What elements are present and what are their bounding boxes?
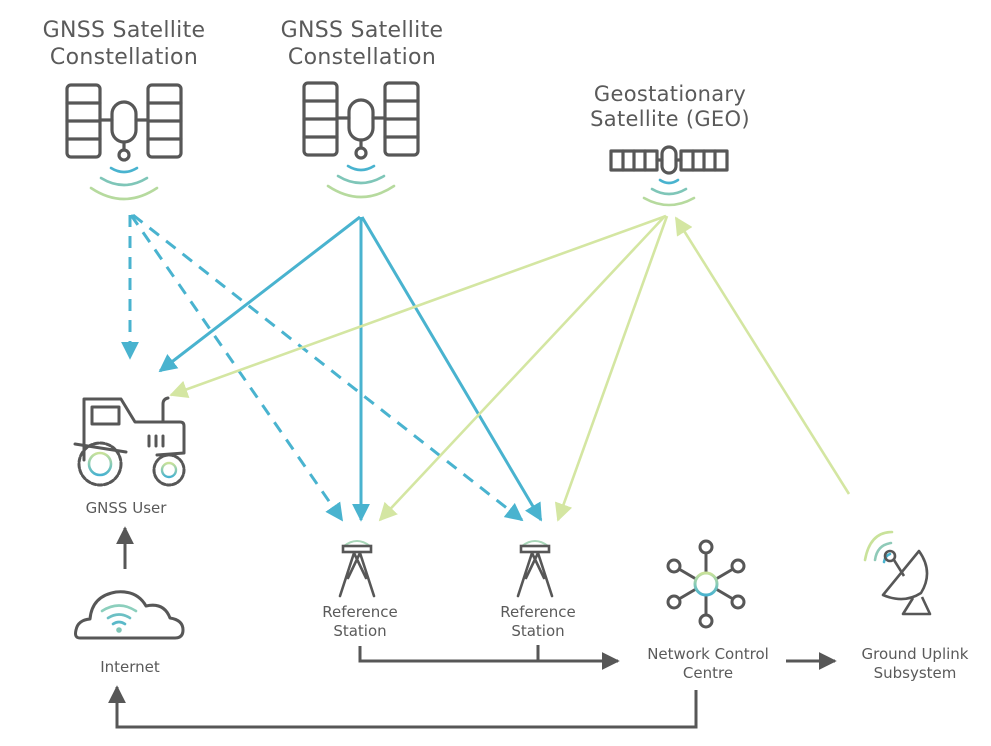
cloud-wifi-icon — [74, 590, 185, 640]
label-line: Constellation — [49, 45, 199, 70]
label-line: Satellite (GEO) — [590, 107, 750, 131]
edge-uplink-to-geo — [674, 216, 851, 495]
label-line: Ground Uplink — [861, 645, 969, 663]
label-line: Geostationary — [593, 82, 747, 106]
tractor-wheel-ring — [87, 451, 113, 477]
node-label-network-control-centre: Network Control Centre — [628, 645, 788, 683]
node-label-gnss-user: GNSS User — [85, 499, 167, 517]
node-label-ground-uplink: Ground Uplink Subsystem — [840, 645, 990, 683]
antenna-tower-icon — [516, 540, 554, 598]
edge-ncc-to-internet — [108, 685, 698, 729]
satellite-dish-icon — [863, 530, 932, 616]
edge-gnss2-to-refstation2 — [360, 216, 543, 522]
label-line: Station — [333, 622, 387, 640]
label-line: Reference — [500, 603, 576, 621]
satellite-icon — [302, 81, 420, 160]
tractor-icon — [73, 396, 186, 487]
signal-waves-icon — [89, 166, 159, 201]
node-label-reference-station-1: Reference Station — [300, 603, 420, 641]
edge-refstations-to-ncc — [358, 646, 620, 670]
node-label-gnss-constellation-2: GNSS Satellite Constellation — [256, 17, 468, 71]
edge-gnss1-to-refstation2 — [132, 213, 524, 522]
label-line: GNSS Satellite — [42, 18, 206, 43]
geo-satellite-icon — [609, 145, 729, 175]
label-line: Reference — [322, 603, 398, 621]
edge-geo-to-user — [169, 214, 667, 398]
satellite-icon — [65, 83, 183, 162]
node-label-geo-satellite: Geostationary Satellite (GEO) — [570, 82, 770, 132]
label-line: Station — [511, 622, 565, 640]
signal-waves-icon — [642, 178, 696, 207]
label-line: Network Control — [647, 645, 769, 663]
node-label-reference-station-2: Reference Station — [478, 603, 598, 641]
label-line: Subsystem — [873, 664, 957, 682]
tractor-wheel-ring — [160, 461, 178, 479]
antenna-tower-icon — [338, 540, 376, 598]
node-label-internet: Internet — [100, 658, 160, 676]
label-line: Centre — [682, 664, 734, 682]
edge-gnss2-to-user — [158, 215, 361, 373]
signal-waves-icon — [326, 164, 396, 199]
edges — [108, 213, 851, 729]
network-hub-icon — [666, 539, 746, 629]
label-line: GNSS Satellite — [280, 18, 444, 43]
node-label-gnss-constellation-1: GNSS Satellite Constellation — [18, 17, 230, 71]
edge-geo-to-refstation2 — [554, 215, 669, 522]
edge-geo-to-refstation1 — [378, 215, 666, 522]
label-line: Constellation — [287, 45, 437, 70]
